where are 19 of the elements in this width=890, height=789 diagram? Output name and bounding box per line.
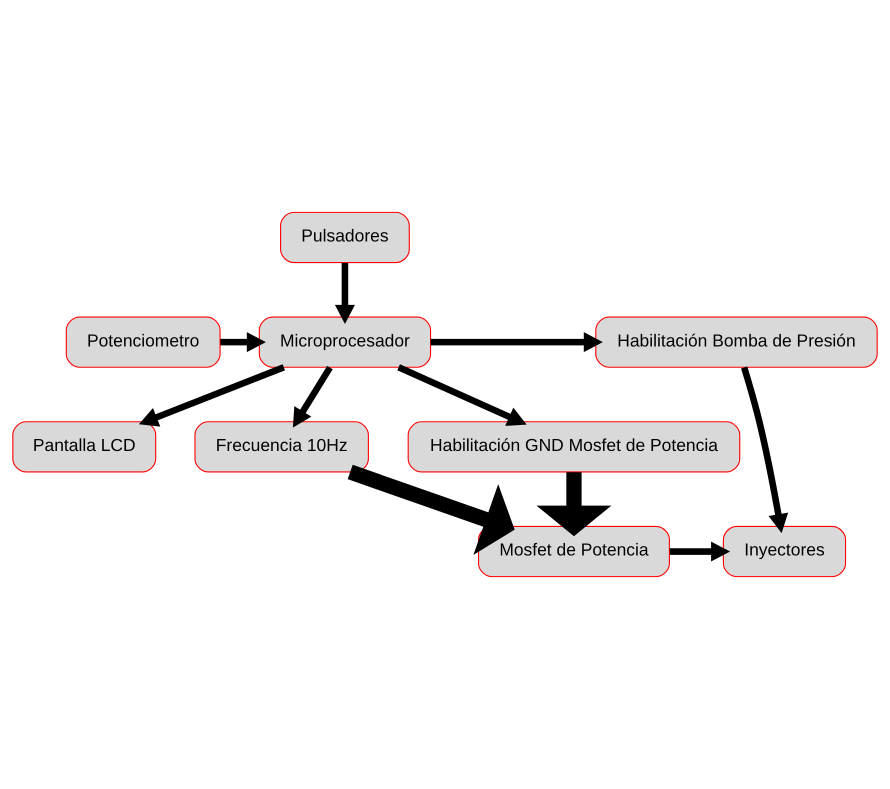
arrow [397, 364, 527, 426]
arrow [348, 464, 515, 555]
arrow [536, 472, 612, 536]
arrow [292, 366, 333, 428]
node-box: Pulsadores [280, 212, 410, 264]
node-box: Habilitación GND Mosfet de Potencia [408, 421, 740, 472]
node-box: Potenciometro [66, 316, 221, 368]
node-box: Mosfet de Potencia [478, 526, 670, 578]
node-box: Frecuencia 10Hz [194, 421, 369, 472]
node-box: Habilitación Bomba de Presión [595, 316, 878, 368]
arrow [334, 262, 355, 324]
arrow [138, 364, 286, 427]
arrow [670, 542, 730, 562]
node-box: Microprocesador [258, 316, 432, 368]
node-box: Inyectores [722, 526, 846, 578]
arrow [741, 366, 788, 534]
arrow [430, 332, 603, 352]
arrow [220, 332, 266, 352]
node-box: Pantalla LCD [12, 421, 156, 472]
